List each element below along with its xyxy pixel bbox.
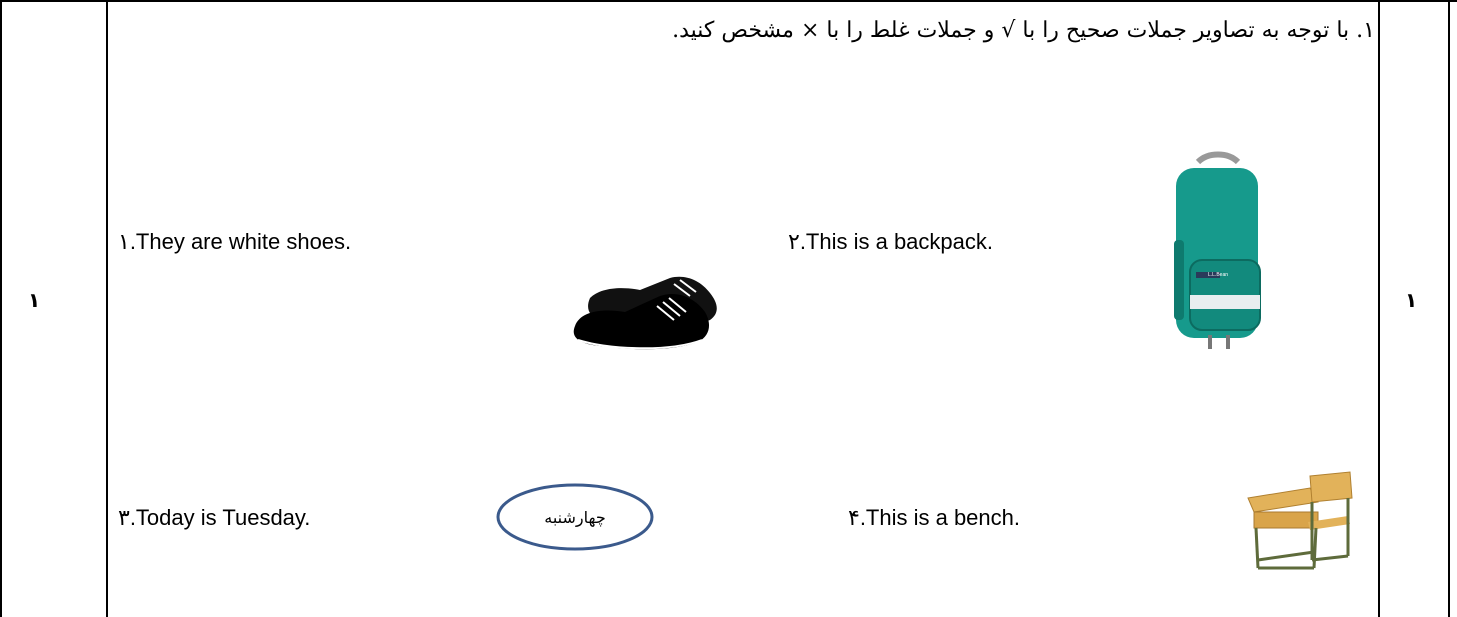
right-border [1448,0,1450,617]
day-oval [496,483,654,551]
instruction-text: ۱. با توجه به تصاویر جملات صحیح را با √ … [672,18,1375,43]
score-column-divider-left [106,0,108,617]
sentence-3: ۳.Today is Tuesday. [118,505,311,530]
score-column-divider-right [1378,0,1380,617]
day-oval-label: چهارشنبه [544,507,606,527]
score-left: ۱ [28,288,41,312]
bench-image [1247,471,1353,570]
score-right: ۱ [1405,288,1418,312]
shoe-front [573,293,710,350]
sentence-2: ۲.This is a backpack. [788,229,994,254]
backpack-brand: L.L.Bean [1208,272,1228,278]
left-border [0,0,2,617]
backpack-image: L.L.Bean [1174,151,1261,349]
top-border [0,0,1457,2]
sentence-4: ۴.This is a bench. [848,505,1021,530]
sentence-1: ۱.They are white shoes. [118,229,352,254]
shoes-image [573,276,717,350]
